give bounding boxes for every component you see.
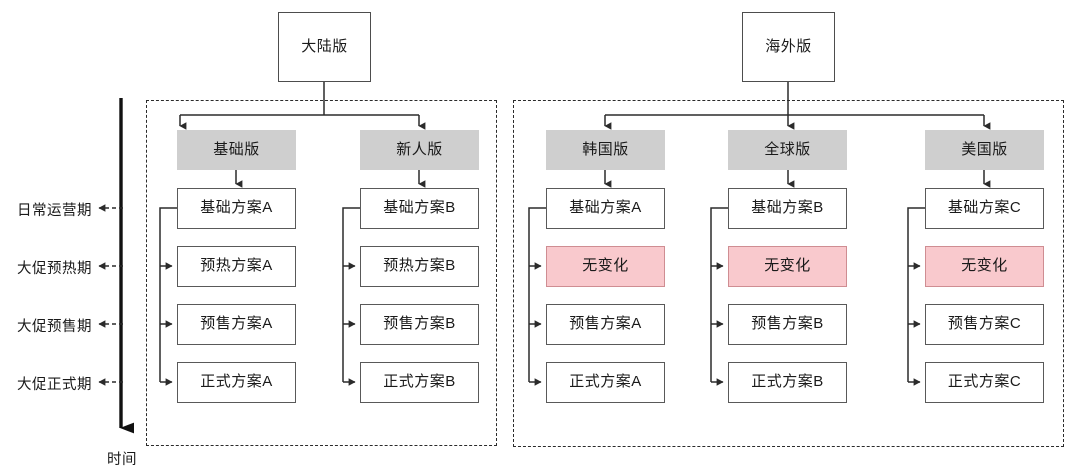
- group-header-mainland-basic[interactable]: 基础版: [177, 130, 296, 170]
- plan-node[interactable]: 预热方案B: [360, 246, 479, 287]
- plan-node[interactable]: 基础方案C: [925, 188, 1044, 229]
- plan-node[interactable]: 基础方案B: [728, 188, 847, 229]
- plan-node[interactable]: 预售方案B: [360, 304, 479, 345]
- plan-node[interactable]: 正式方案B: [728, 362, 847, 403]
- plan-node[interactable]: 预热方案A: [177, 246, 296, 287]
- plan-node[interactable]: 预售方案C: [925, 304, 1044, 345]
- plan-node[interactable]: 基础方案A: [177, 188, 296, 229]
- plan-node[interactable]: 基础方案B: [360, 188, 479, 229]
- phase-label-official: 大促正式期: [17, 377, 92, 393]
- plan-node[interactable]: 正式方案B: [360, 362, 479, 403]
- group-header-overseas-korea[interactable]: 韩国版: [546, 130, 665, 170]
- phase-label-presale: 大促预售期: [17, 319, 92, 335]
- mainland-group-container: [146, 100, 497, 446]
- plan-node[interactable]: 正式方案A: [546, 362, 665, 403]
- plan-node[interactable]: 正式方案A: [177, 362, 296, 403]
- phase-label-warmup: 大促预热期: [17, 261, 92, 277]
- root-node-overseas[interactable]: 海外版: [742, 12, 835, 82]
- group-header-overseas-usa[interactable]: 美国版: [925, 130, 1044, 170]
- timeline-axis-title: 时间: [107, 452, 137, 468]
- plan-node[interactable]: 基础方案A: [546, 188, 665, 229]
- plan-node[interactable]: 预售方案A: [177, 304, 296, 345]
- plan-node[interactable]: 预售方案B: [728, 304, 847, 345]
- plan-node-highlight[interactable]: 无变化: [728, 246, 847, 287]
- plan-node[interactable]: 预售方案A: [546, 304, 665, 345]
- plan-node-highlight[interactable]: 无变化: [546, 246, 665, 287]
- plan-node-highlight[interactable]: 无变化: [925, 246, 1044, 287]
- group-header-mainland-newuser[interactable]: 新人版: [360, 130, 479, 170]
- overseas-group-container: [513, 100, 1064, 447]
- group-header-overseas-global[interactable]: 全球版: [728, 130, 847, 170]
- plan-node[interactable]: 正式方案C: [925, 362, 1044, 403]
- root-node-mainland[interactable]: 大陆版: [278, 12, 371, 82]
- phase-label-daily: 日常运营期: [17, 203, 92, 219]
- phase-leader-lines: [98, 204, 123, 386]
